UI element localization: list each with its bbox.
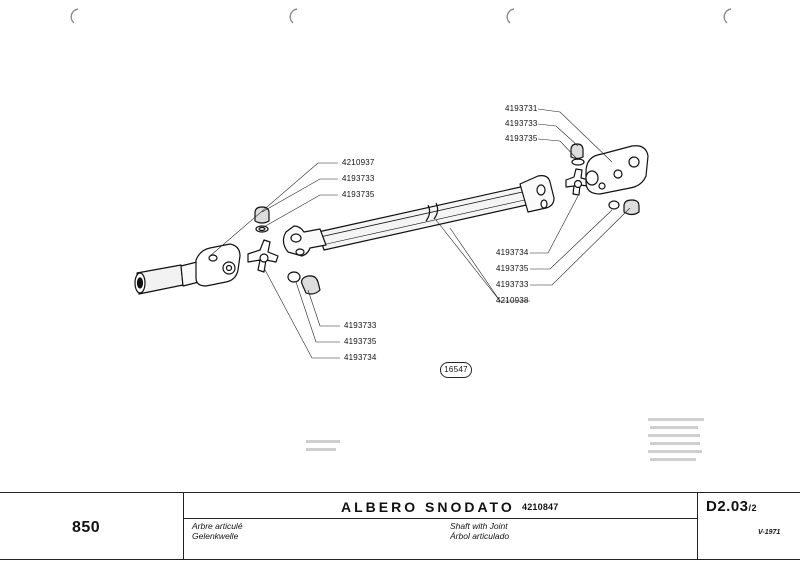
binder-hole-icon xyxy=(506,8,515,24)
binder-hole-icon xyxy=(289,8,298,24)
part-title: ALBERO SNODATO xyxy=(341,499,515,515)
part-label: 4193734 xyxy=(496,248,529,257)
spanish-name: Árbol articulado xyxy=(450,531,510,541)
french-name: Arbre articulé xyxy=(192,521,243,531)
description-cell: ALBERO SNODATO 4210847 Arbre articulé Ge… xyxy=(184,493,698,559)
drawing-number-badge: 16547 xyxy=(440,362,472,378)
divider xyxy=(184,518,697,519)
binder-hole-icon xyxy=(723,8,732,24)
part-label: 4193731 xyxy=(505,104,538,113)
bearing-cap xyxy=(287,271,321,295)
bearing-cap xyxy=(608,199,640,216)
slip-yoke xyxy=(134,243,241,295)
german-name: Gelenkwelle xyxy=(192,531,239,541)
universal-joint-cross-left xyxy=(247,239,279,273)
part-label: 4210938 xyxy=(496,296,529,305)
model-number: 850 xyxy=(72,519,101,536)
part-label: 4193735 xyxy=(342,190,375,199)
part-label: 4210937 xyxy=(342,158,375,167)
part-label: 4193735 xyxy=(344,337,377,346)
model-cell: 850 xyxy=(0,493,184,559)
flange-yoke xyxy=(585,145,649,195)
page-reference: D2.03/2 xyxy=(706,498,757,515)
page-reference-main: D2.03 xyxy=(706,498,749,515)
part-label: 4193733 xyxy=(496,280,529,289)
title-block: 850 ALBERO SNODATO 4210847 Arbre articul… xyxy=(0,492,800,560)
part-label: 4193735 xyxy=(505,134,538,143)
faint-stamp xyxy=(306,418,704,461)
bearing-cap xyxy=(570,143,585,166)
leader-lines xyxy=(209,108,631,359)
part-code: 4210847 xyxy=(522,502,559,512)
page-reference-sub: /2 xyxy=(748,503,758,513)
part-label: 4193734 xyxy=(344,353,377,362)
binder-hole-icon xyxy=(70,8,79,24)
part-label: 4193733 xyxy=(505,119,538,128)
part-label: 4193733 xyxy=(342,174,375,183)
part-label: 4193735 xyxy=(496,264,529,273)
exploded-drawing xyxy=(134,108,704,461)
reference-cell: D2.03/2 V-1971 xyxy=(698,493,800,559)
bearing-cap xyxy=(254,206,270,233)
tube-yoke-left xyxy=(282,225,327,257)
english-name: Shaft with Joint xyxy=(450,521,508,531)
edition-date: V-1971 xyxy=(758,529,781,536)
part-label: 4193733 xyxy=(344,321,377,330)
tube-yoke-right xyxy=(519,175,555,213)
